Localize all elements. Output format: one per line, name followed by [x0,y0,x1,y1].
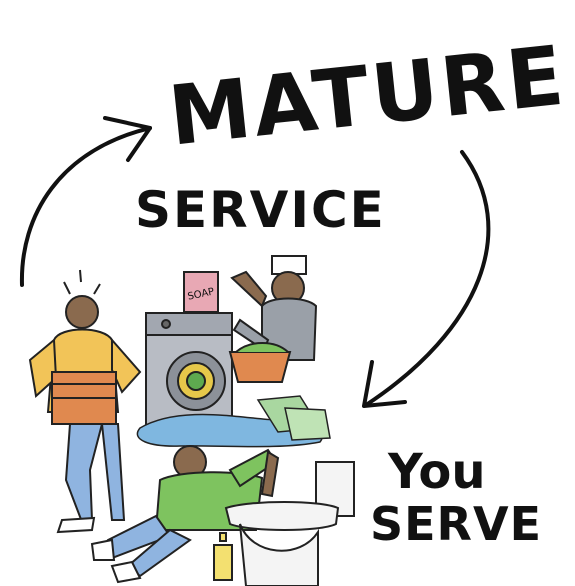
left-arrow [19,126,152,287]
soap-label: SOAP [187,286,216,302]
soap-box: SOAP [183,271,219,313]
washing-machine [145,312,233,434]
chef-cooking [228,255,318,383]
floor-spill [136,395,331,448]
word-serve: SERVE [370,497,542,551]
bottle [213,532,233,581]
worker-with-box [28,269,142,534]
word-mature: MATURE [164,29,570,165]
cycle-arrows [19,116,491,408]
right-arrow [364,150,491,407]
toilet [224,461,355,586]
right-arrowhead [362,360,407,408]
word-you: You [387,444,486,500]
word-service: SERVICE [135,181,386,239]
left-arrowhead [103,116,152,162]
